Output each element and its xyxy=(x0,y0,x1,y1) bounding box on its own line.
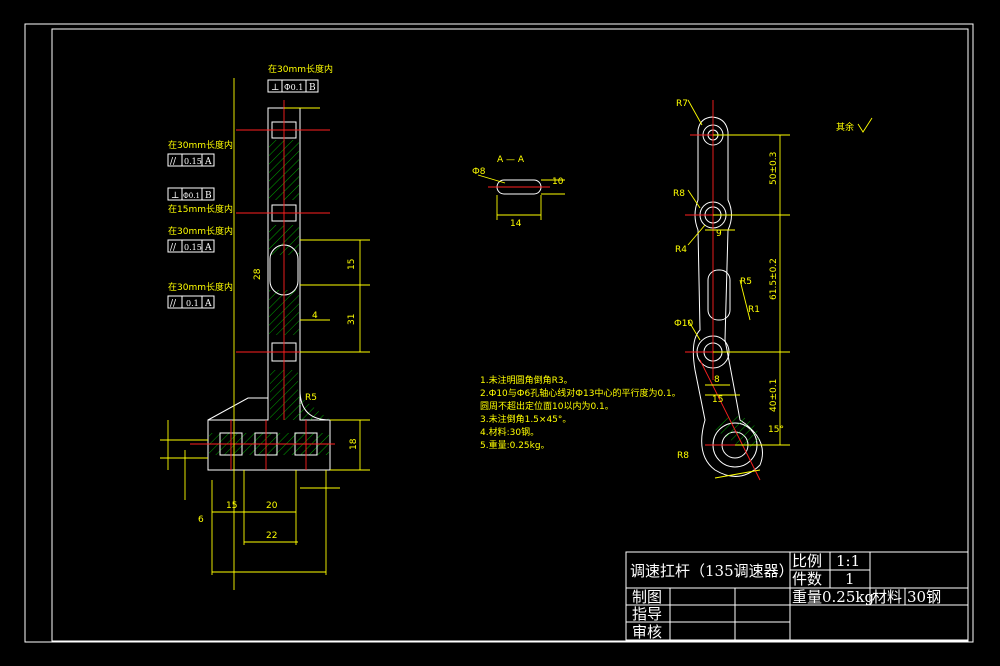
section-width: 14 xyxy=(510,219,522,229)
dim-r1: R1 xyxy=(748,305,760,315)
drawn-label: 制图 xyxy=(632,588,662,606)
material-value: 30钢 xyxy=(907,588,941,606)
section-height: 10 xyxy=(552,177,564,187)
dim-22: 22 xyxy=(266,531,277,541)
dim-18: 18 xyxy=(349,438,359,450)
frame-3-note: 在15mm长度内 xyxy=(168,203,233,215)
roughness-label: 其余 xyxy=(836,121,854,133)
section-callout: Ф8 xyxy=(472,167,486,177)
frame-2-note: 在30mm长度内 xyxy=(168,139,233,151)
roughness-note: 其余 xyxy=(836,117,873,133)
material-label: 材料 xyxy=(872,588,902,606)
dim-15: 15 xyxy=(712,395,723,405)
dim-r8b: R8 xyxy=(677,451,689,461)
dim-20: 20 xyxy=(266,501,278,511)
note-line-2: 2.Ф10与Ф6孔轴心线对Ф13中心的平行度为0.1。 xyxy=(480,387,681,399)
frame-3-value: Ф0.1 xyxy=(183,192,200,200)
frame-5-datum: A xyxy=(204,299,212,309)
dim-15: 15 xyxy=(226,501,237,511)
outer-border xyxy=(24,23,974,643)
part-name: 调速扛杆（135调速器） xyxy=(630,562,794,580)
dim-50: 50±0.3 xyxy=(769,152,779,185)
frame-5-value: 0.1 xyxy=(186,299,199,308)
section-title: A — A xyxy=(497,155,525,165)
dim-40: 40±0.1 xyxy=(769,379,779,412)
note-line-4: 3.未注倒角1.5×45°。 xyxy=(480,413,571,425)
tolerance-frames: ⊥ Ф0.1 B 在30mm长度内 // 0.15 A 在30mm长度内 ⊥ Ф… xyxy=(167,63,333,309)
note-line-5: 4.材料:30钢。 xyxy=(480,426,539,438)
frame-4-datum: A xyxy=(204,243,212,253)
dim-15deg: 15° xyxy=(768,425,784,435)
dim-phi10: Ф10 xyxy=(674,319,693,329)
frame-4-symbol: // xyxy=(170,243,177,253)
side-view-dimensions: 15 20 22 15 31 18 4 R5 28 6 xyxy=(160,78,370,590)
section-a-a: A — A 14 10 Ф8 xyxy=(472,155,565,229)
dim-r5: R5 xyxy=(305,393,317,403)
frame-1-symbol: ⊥ xyxy=(271,83,279,93)
dim-61: 61.5±0.2 xyxy=(769,258,779,300)
guide-label: 指导 xyxy=(632,605,662,623)
side-view xyxy=(190,100,335,471)
frame-4-value: 0.15 xyxy=(184,243,202,252)
frame-2-datum: A xyxy=(204,157,212,167)
weight-value: 0.25kg xyxy=(822,588,874,606)
frame-4-note: 在30mm长度内 xyxy=(168,225,233,237)
frame-1-datum: B xyxy=(309,83,316,93)
dim-4: 4 xyxy=(312,311,318,321)
dim-8: 8 xyxy=(714,375,720,385)
qty-label: 件数 xyxy=(792,570,822,588)
note-line-3: 圆周不超出定位面10以内为0.1。 xyxy=(480,400,614,412)
technical-notes: 1.未注明圆角倒角R3。 2.Ф10与Ф6孔轴心线对Ф13中心的平行度为0.1。… xyxy=(480,374,681,451)
qty-value: 1 xyxy=(845,570,855,588)
note-line-6: 5.重量:0.25kg。 xyxy=(480,439,550,451)
frame-2-value: 0.15 xyxy=(184,157,202,166)
review-label: 审核 xyxy=(632,623,662,641)
dim-6: 6 xyxy=(198,515,204,525)
front-view xyxy=(685,100,770,481)
frame-1-note: 在30mm长度内 xyxy=(268,63,333,75)
scale-label: 比例 xyxy=(792,552,822,570)
note-line-1: 1.未注明圆角倒角R3。 xyxy=(480,374,573,386)
dim-9: 9 xyxy=(716,229,722,239)
frame-3-symbol: ⊥ xyxy=(171,191,179,201)
dim-15b: 15 xyxy=(347,259,357,270)
frame-2-symbol: // xyxy=(170,157,177,167)
dim-r7: R7 xyxy=(676,99,688,109)
frame-3-datum: B xyxy=(205,191,212,201)
scale-value: 1:1 xyxy=(836,552,860,570)
front-view-dimensions: R7 R8 R4 9 R5 Ф10 8 15 R1 R8 15° 50±0.3 … xyxy=(673,99,790,479)
dim-r4: R4 xyxy=(675,245,687,255)
weight-label: 重量 xyxy=(792,588,822,606)
dim-28: 28 xyxy=(253,268,263,280)
title-block: 调速扛杆（135调速器） 比例 1:1 件数 1 重量 0.25kg 材料 30… xyxy=(625,551,969,641)
inner-border xyxy=(51,28,969,642)
dim-r5: R5 xyxy=(740,277,752,287)
dim-31: 31 xyxy=(347,314,357,325)
frame-1-value: Ф0.1 xyxy=(284,83,303,92)
frame-5-note: 在30mm长度内 xyxy=(168,281,233,293)
dim-r8: R8 xyxy=(673,189,685,199)
frame-5-symbol: // xyxy=(170,299,177,309)
